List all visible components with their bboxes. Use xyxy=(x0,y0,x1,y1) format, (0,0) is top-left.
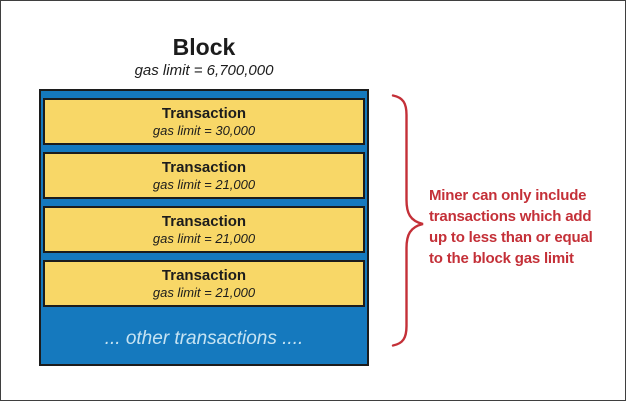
annotation-line: transactions which add xyxy=(429,208,592,225)
transaction-title: Transaction xyxy=(161,212,247,230)
transaction-title: Transaction xyxy=(161,266,247,284)
transaction-gas-limit: gas limit = 30,000 xyxy=(152,122,256,138)
transaction-title: Transaction xyxy=(161,104,247,122)
annotation-line: up to less than or equal xyxy=(429,229,593,246)
transaction-gas-limit: gas limit = 21,000 xyxy=(152,230,256,246)
transaction-title: Transaction xyxy=(161,158,247,176)
block-diagram: Transaction gas limit = 30,000 Transacti… xyxy=(39,89,369,366)
transaction-row-2: Transaction gas limit = 21,000 xyxy=(43,152,365,199)
right-curly-brace-icon xyxy=(391,94,424,347)
transaction-row-3: Transaction gas limit = 21,000 xyxy=(43,206,365,253)
transaction-gas-limit: gas limit = 21,000 xyxy=(152,176,256,192)
other-transactions-label: ... other transactions .... xyxy=(104,328,304,349)
annotation-text: Miner can only include transactions whic… xyxy=(429,185,626,269)
block-header: Block gas limit = 6,700,000 xyxy=(39,34,369,80)
block-title: Block xyxy=(172,34,236,60)
block-gas-limit: gas limit = 6,700,000 xyxy=(134,62,274,79)
transaction-row-4: Transaction gas limit = 21,000 xyxy=(43,260,365,307)
other-transactions-row: ... other transactions .... xyxy=(43,314,365,364)
transaction-row-1: Transaction gas limit = 30,000 xyxy=(43,98,365,145)
annotation-line: Miner can only include xyxy=(429,187,587,204)
annotation-line: to the block gas limit xyxy=(429,250,574,267)
transaction-gas-limit: gas limit = 21,000 xyxy=(152,284,256,300)
